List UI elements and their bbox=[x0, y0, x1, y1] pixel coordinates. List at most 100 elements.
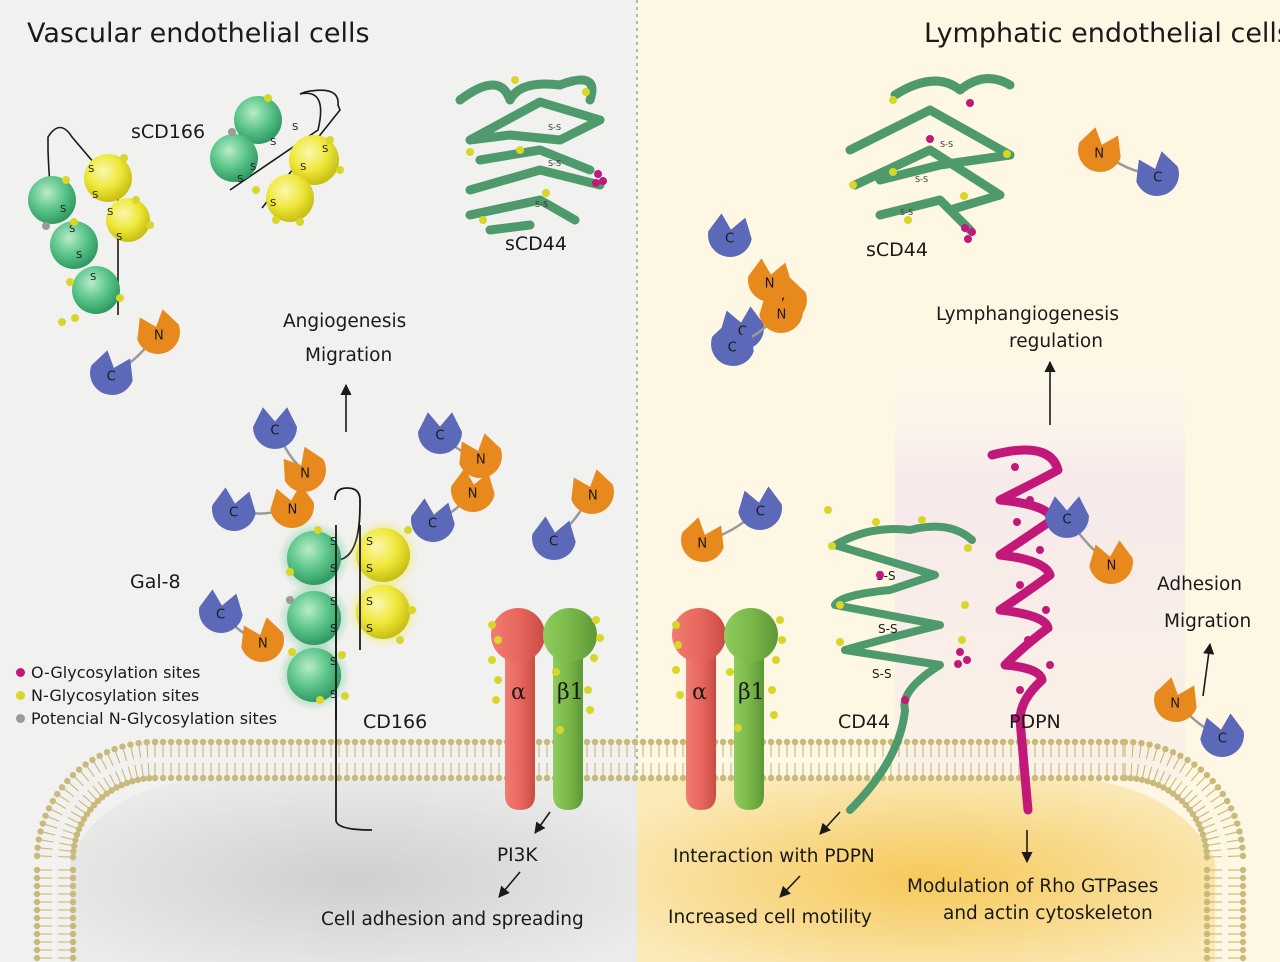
gal8-c-domain-10: C bbox=[711, 321, 754, 366]
scd44-molecule-left: S-S S-S S-S bbox=[455, 75, 607, 235]
svg-text:C: C bbox=[549, 535, 558, 550]
pdpn-membrane bbox=[987, 445, 1063, 815]
legend-item: O-Glycosylation sites bbox=[16, 663, 200, 682]
svg-text:S: S bbox=[60, 204, 66, 215]
cd44-label: CD44 bbox=[838, 711, 891, 733]
svg-text:N: N bbox=[1106, 559, 1116, 574]
gal8-n-domain-extra: N bbox=[748, 258, 792, 302]
svg-text:N: N bbox=[1170, 697, 1180, 712]
svg-text:S: S bbox=[366, 535, 373, 548]
gal8-n-domain-4: N bbox=[459, 433, 502, 478]
gal8-c-domain-5: C bbox=[411, 498, 455, 542]
motility-label: Increased cell motility bbox=[668, 907, 872, 928]
svg-text:S: S bbox=[76, 250, 82, 261]
svg-text:S-S: S-S bbox=[548, 159, 561, 168]
gal8-n-domain-12: N bbox=[1089, 540, 1133, 584]
svg-text:C: C bbox=[270, 424, 279, 439]
svg-text:S-S: S-S bbox=[872, 667, 892, 681]
arrow-adhesion-migration bbox=[1202, 642, 1215, 697]
svg-text:S-S: S-S bbox=[915, 175, 928, 184]
legend-swatch bbox=[16, 714, 25, 723]
gal8-n-domain-2: N bbox=[283, 446, 326, 492]
gal8-c-domain-8: C bbox=[738, 486, 782, 530]
svg-text:S-S: S-S bbox=[535, 200, 548, 209]
svg-text:C: C bbox=[1218, 732, 1227, 747]
lymphangiogenesis-label: Lymphangiogenesis bbox=[936, 304, 1119, 325]
svg-text:S: S bbox=[366, 595, 373, 608]
arrow-pi3k bbox=[534, 811, 551, 834]
svg-text:C: C bbox=[725, 232, 734, 247]
cell-adhesion-label: Cell adhesion and spreading bbox=[321, 909, 584, 930]
gal8-group: CNCNCNCNCNCNCNCNCNCNCNCNCNNC bbox=[90, 127, 1244, 757]
svg-text:S: S bbox=[300, 162, 306, 173]
rho-label: Modulation of Rho GTPases bbox=[907, 876, 1159, 897]
integrin-right bbox=[672, 608, 786, 810]
gal8-n-domain-6: N bbox=[571, 469, 614, 514]
migration-right-label: Migration bbox=[1164, 611, 1252, 632]
svg-text:N: N bbox=[154, 329, 164, 344]
gal8-n-domain-5: N bbox=[451, 468, 495, 512]
gal8-c-domain-2: C bbox=[253, 407, 297, 449]
gal8-c-domain-4: C bbox=[418, 412, 462, 454]
arrow-motility bbox=[779, 875, 801, 898]
svg-text:S: S bbox=[88, 164, 94, 175]
svg-text:S: S bbox=[92, 190, 98, 201]
gal8-c-domain-1: C bbox=[90, 350, 133, 395]
integrin-alpha-right: α bbox=[692, 680, 707, 705]
svg-text:N: N bbox=[258, 637, 268, 652]
svg-text:S: S bbox=[270, 198, 276, 209]
svg-text:C: C bbox=[216, 608, 225, 623]
svg-text:C: C bbox=[756, 505, 765, 520]
svg-text:N: N bbox=[1094, 147, 1104, 162]
gal8-n-domain-7: N bbox=[241, 617, 284, 662]
pi3k-label: PI3K bbox=[497, 845, 538, 866]
svg-text:C: C bbox=[428, 517, 437, 532]
svg-text:S: S bbox=[250, 162, 256, 173]
legend-label: N-Glycosylation sites bbox=[31, 686, 200, 705]
gal8-n-domain-8: N bbox=[681, 517, 724, 562]
svg-text:S: S bbox=[237, 174, 243, 185]
gal8-c-domain-3: C bbox=[212, 487, 256, 531]
svg-text:S: S bbox=[330, 595, 337, 608]
angiogenesis-label: Angiogenesis bbox=[283, 311, 407, 332]
svg-text:C: C bbox=[435, 429, 444, 444]
regulation-label: regulation bbox=[1009, 331, 1103, 352]
scd166-label: sCD166 bbox=[131, 121, 206, 143]
svg-text:S: S bbox=[330, 622, 337, 635]
arrows bbox=[340, 360, 1215, 898]
svg-text:S: S bbox=[270, 137, 276, 148]
svg-text:S: S bbox=[330, 655, 337, 668]
legend-label: Potencial N-Glycosylation sites bbox=[31, 709, 277, 728]
integrin-alpha-left: α bbox=[511, 680, 526, 705]
scd44-right-label: sCD44 bbox=[866, 239, 928, 261]
gal8-c-domain-7: C bbox=[199, 589, 243, 633]
svg-text:S-S: S-S bbox=[548, 123, 561, 132]
legend-swatch bbox=[16, 691, 25, 700]
svg-text:N: N bbox=[776, 308, 786, 323]
svg-text:S: S bbox=[330, 562, 337, 575]
svg-text:N: N bbox=[588, 489, 598, 504]
svg-text:S: S bbox=[366, 622, 373, 635]
lymphatic-cytoplasm bbox=[637, 778, 1215, 962]
gal8-n-domain-3: N bbox=[270, 484, 314, 528]
svg-text:S-S: S-S bbox=[878, 622, 898, 636]
svg-text:N: N bbox=[765, 277, 775, 292]
gal8-c-domain-13: C bbox=[1200, 713, 1244, 757]
vascular-title: Vascular endothelial cells bbox=[27, 18, 370, 49]
interaction-label: Interaction with PDPN bbox=[673, 846, 875, 867]
legend-label: O-Glycosylation sites bbox=[31, 663, 201, 682]
svg-text:C: C bbox=[1062, 513, 1071, 528]
adhesion-label: Adhesion bbox=[1157, 574, 1243, 595]
gal8-n-domain-1: N bbox=[137, 309, 180, 354]
svg-text:S: S bbox=[330, 688, 337, 701]
gal8-c-domain-12: C bbox=[1045, 496, 1089, 538]
integrin-left bbox=[488, 608, 604, 810]
svg-text:N: N bbox=[697, 537, 707, 552]
legend-item: Potencial N-Glycosylation sites bbox=[16, 709, 277, 728]
svg-text:S: S bbox=[366, 562, 373, 575]
